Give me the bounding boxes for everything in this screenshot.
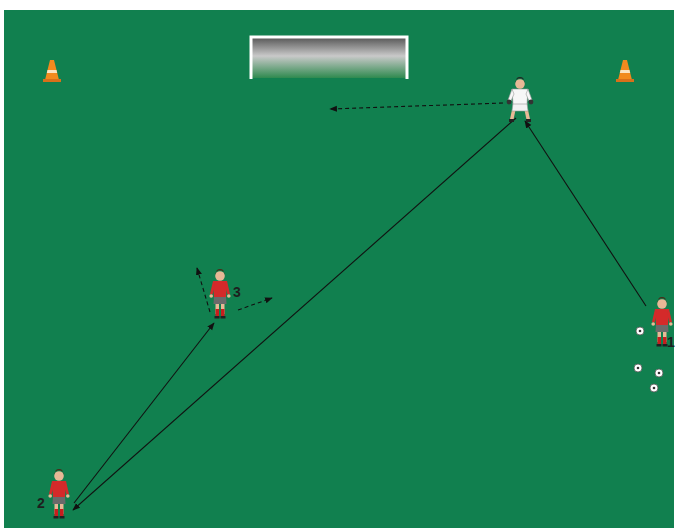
ball <box>655 369 663 377</box>
ball <box>650 384 658 392</box>
movement-arrow <box>238 298 272 310</box>
ball <box>634 364 642 372</box>
pass-arrow <box>73 118 516 510</box>
player <box>48 469 69 519</box>
goalkeeper <box>507 77 534 122</box>
cone <box>43 60 61 82</box>
callout-number: 1 <box>667 334 675 350</box>
goal <box>251 37 407 79</box>
run-lines <box>197 103 503 312</box>
movement-arrow <box>197 268 210 312</box>
player <box>209 269 230 319</box>
movement-arrow <box>330 103 503 109</box>
ball <box>636 327 644 335</box>
pass-lines <box>73 118 646 510</box>
pitch <box>4 10 674 528</box>
pass-arrow <box>74 323 214 503</box>
callout-number: 3 <box>233 284 241 300</box>
shot-arrow <box>525 121 646 306</box>
callout-number: 2 <box>37 495 45 511</box>
cone <box>616 60 634 82</box>
